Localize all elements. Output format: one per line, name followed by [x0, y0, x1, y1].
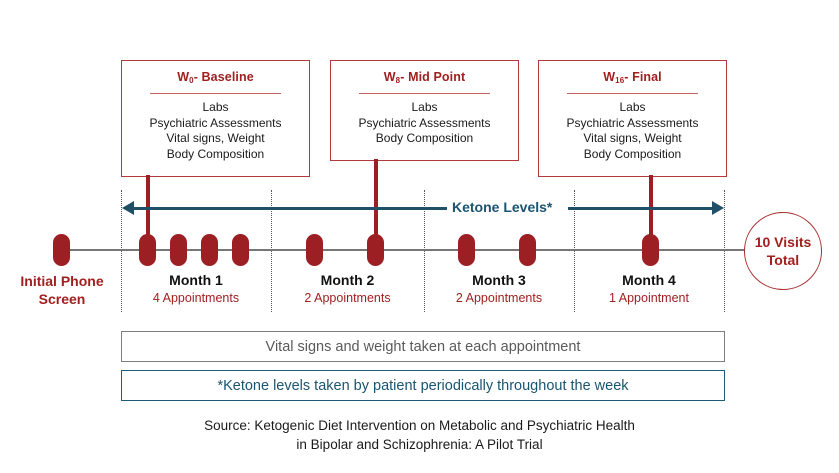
phase-title-prefix: W [383, 70, 396, 84]
phase-item: Labs [619, 100, 646, 114]
visit-dot-month2-1[interactable] [306, 234, 323, 266]
visit-dot-initial-screen[interactable] [53, 234, 70, 266]
note-vital-signs: Vital signs and weight taken at each app… [121, 331, 725, 362]
phase-item: Labs [411, 100, 438, 114]
month-appointments-4: 1 Appointment [609, 291, 689, 305]
phase-title-final: W16- Final [539, 70, 726, 86]
visit-dot-month4-1[interactable] [642, 234, 659, 266]
visit-dot-month2-2[interactable] [367, 234, 384, 266]
month-separator [424, 190, 425, 312]
phase-title-prefix: W [177, 70, 190, 84]
phase-items-final: Labs Psychiatric Assessments Vital signs… [539, 100, 726, 162]
visit-dot-month1-4[interactable] [232, 234, 249, 266]
phase-items-midpoint: Labs Psychiatric Assessments Body Compos… [331, 100, 518, 147]
source-caption: Source: Ketogenic Diet Intervention on M… [0, 416, 839, 454]
source-line1: Source: Ketogenic Diet Intervention on M… [204, 418, 635, 433]
month-appointments-2: 2 Appointments [304, 291, 391, 305]
month-label-1: Month 1 [169, 272, 223, 288]
phase-title-suffix: - Final [624, 70, 662, 84]
visit-dot-month3-2[interactable] [519, 234, 536, 266]
phase-item: Vital signs, Weight [166, 131, 265, 145]
ketone-arrow-left-head [122, 201, 134, 215]
month-separator [271, 190, 272, 312]
phase-items-baseline: Labs Psychiatric Assessments Vital signs… [122, 100, 309, 162]
phase-divider [150, 93, 281, 94]
phase-title-midpoint: W8- Mid Point [331, 70, 518, 86]
phase-item: Psychiatric Assessments [566, 115, 699, 130]
phase-item: Body Composition [375, 131, 474, 145]
ketone-arrow-line-left [133, 206, 447, 210]
month-label-4: Month 4 [622, 272, 676, 288]
phase-title-prefix: W [603, 70, 616, 84]
note-ketone-levels: *Ketone levels taken by patient periodic… [121, 370, 725, 401]
month-separator [574, 190, 575, 312]
visit-dot-month1-1[interactable] [139, 234, 156, 266]
phase-box-midpoint: W8- Mid Point Labs Psychiatric Assessmen… [330, 60, 519, 161]
phase-title-subscript: 16 [615, 76, 625, 85]
timeline-axis [60, 249, 744, 251]
visit-dot-month1-2[interactable] [170, 234, 187, 266]
month-label-2: Month 2 [320, 272, 375, 288]
month-separator [121, 190, 122, 312]
month-label-3: Month 3 [472, 272, 526, 288]
connector-stem-midpoint [374, 159, 378, 241]
total-visits-badge: 10 Visits Total [744, 212, 822, 290]
ketone-arrow-line-right [568, 206, 713, 210]
month-separator [724, 190, 725, 312]
phase-item: Labs [202, 100, 229, 114]
phase-title-suffix: - Mid Point [400, 70, 466, 84]
initial-phone-screen-label: Initial Phone Screen [0, 272, 124, 308]
phase-item: Body Composition [166, 146, 265, 161]
total-visits-line2: Total [766, 252, 800, 268]
month-appointments-3: 2 Appointments [455, 291, 543, 305]
phase-box-baseline: W0- Baseline Labs Psychiatric Assessment… [121, 60, 310, 177]
phase-divider [359, 93, 490, 94]
phase-title-suffix: - Baseline [193, 70, 254, 84]
month-appointments-1: 4 Appointments [152, 291, 240, 305]
visit-dot-month1-3[interactable] [201, 234, 218, 266]
phase-item: Body Composition [583, 146, 682, 161]
phase-title-subscript: 0 [189, 76, 194, 85]
phase-item: Vital signs, Weight [583, 131, 682, 145]
phase-title-baseline: W0- Baseline [122, 70, 309, 86]
phase-box-final: W16- Final Labs Psychiatric Assessments … [538, 60, 727, 177]
phase-item: Psychiatric Assessments [358, 115, 491, 130]
ketone-arrow-label: Ketone Levels* [452, 199, 553, 215]
phase-divider [567, 93, 698, 94]
visit-dot-month3-1[interactable] [458, 234, 475, 266]
initial-phone-screen-line2: Screen [38, 291, 86, 307]
source-line2: in Bipolar and Schizophrenia: A Pilot Tr… [296, 437, 543, 452]
phase-title-subscript: 8 [395, 76, 401, 85]
ketone-arrow-right-head [712, 201, 724, 215]
phase-item: Psychiatric Assessments [149, 115, 282, 130]
total-visits-line1: 10 Visits [754, 234, 812, 250]
initial-phone-screen-line1: Initial Phone [20, 273, 104, 289]
